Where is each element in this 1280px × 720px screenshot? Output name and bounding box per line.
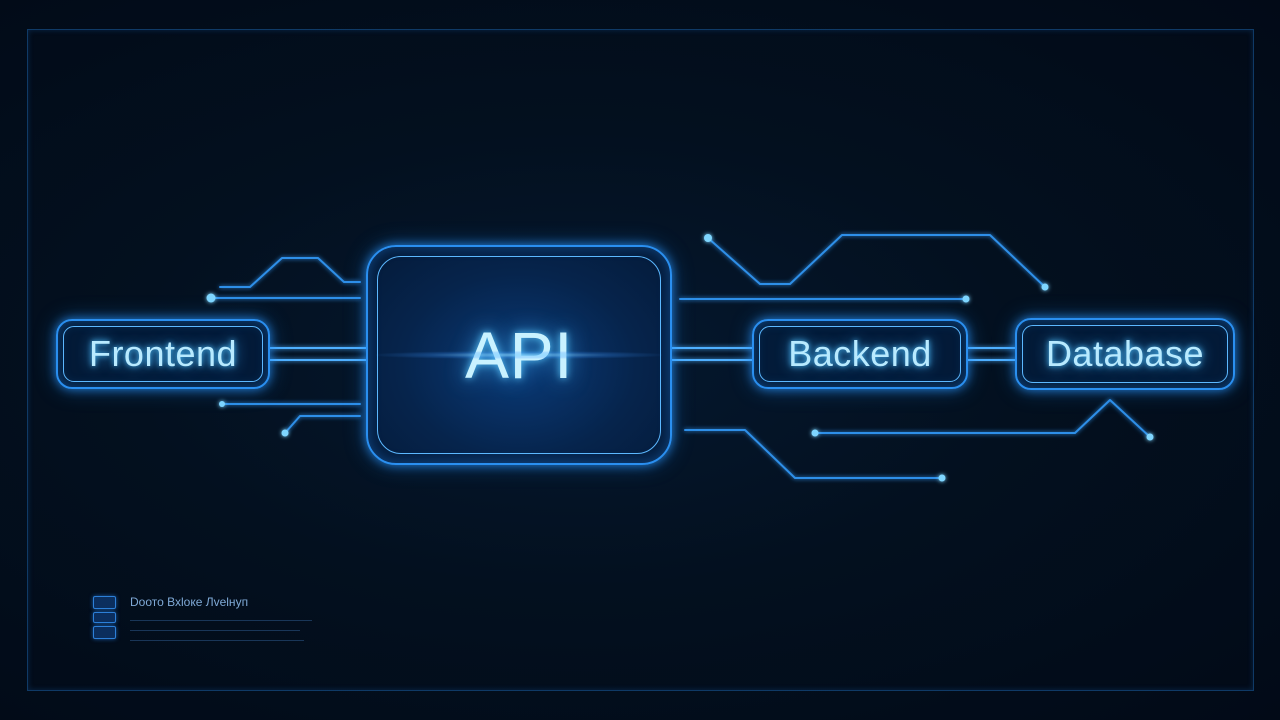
backend-label: Backend bbox=[788, 333, 932, 374]
legend-line bbox=[130, 620, 312, 621]
api-node: API bbox=[366, 245, 672, 465]
legend-text: Doото Вхlоке Лvelнуп bbox=[130, 595, 249, 609]
database-node: Database bbox=[1015, 318, 1235, 390]
diagram-frame bbox=[27, 29, 1254, 691]
legend-stack-icon bbox=[92, 594, 116, 642]
legend-line bbox=[130, 640, 304, 641]
link-api-backend bbox=[669, 347, 753, 361]
trace-endpoints bbox=[206, 234, 1154, 482]
api-label: API bbox=[465, 318, 573, 392]
link-frontend-api bbox=[269, 347, 369, 361]
frontend-node: Frontend bbox=[56, 319, 270, 389]
backend-node: Backend bbox=[752, 319, 968, 389]
legend-line bbox=[130, 630, 300, 631]
legend: Doото Вхlоке Лvelнуп bbox=[92, 594, 332, 648]
circuit-traces-left bbox=[211, 257, 361, 434]
database-label: Database bbox=[1045, 333, 1205, 374]
circuit-traces-right bbox=[679, 234, 1151, 479]
frontend-label: Frontend bbox=[88, 333, 238, 374]
link-backend-database bbox=[967, 347, 1016, 361]
